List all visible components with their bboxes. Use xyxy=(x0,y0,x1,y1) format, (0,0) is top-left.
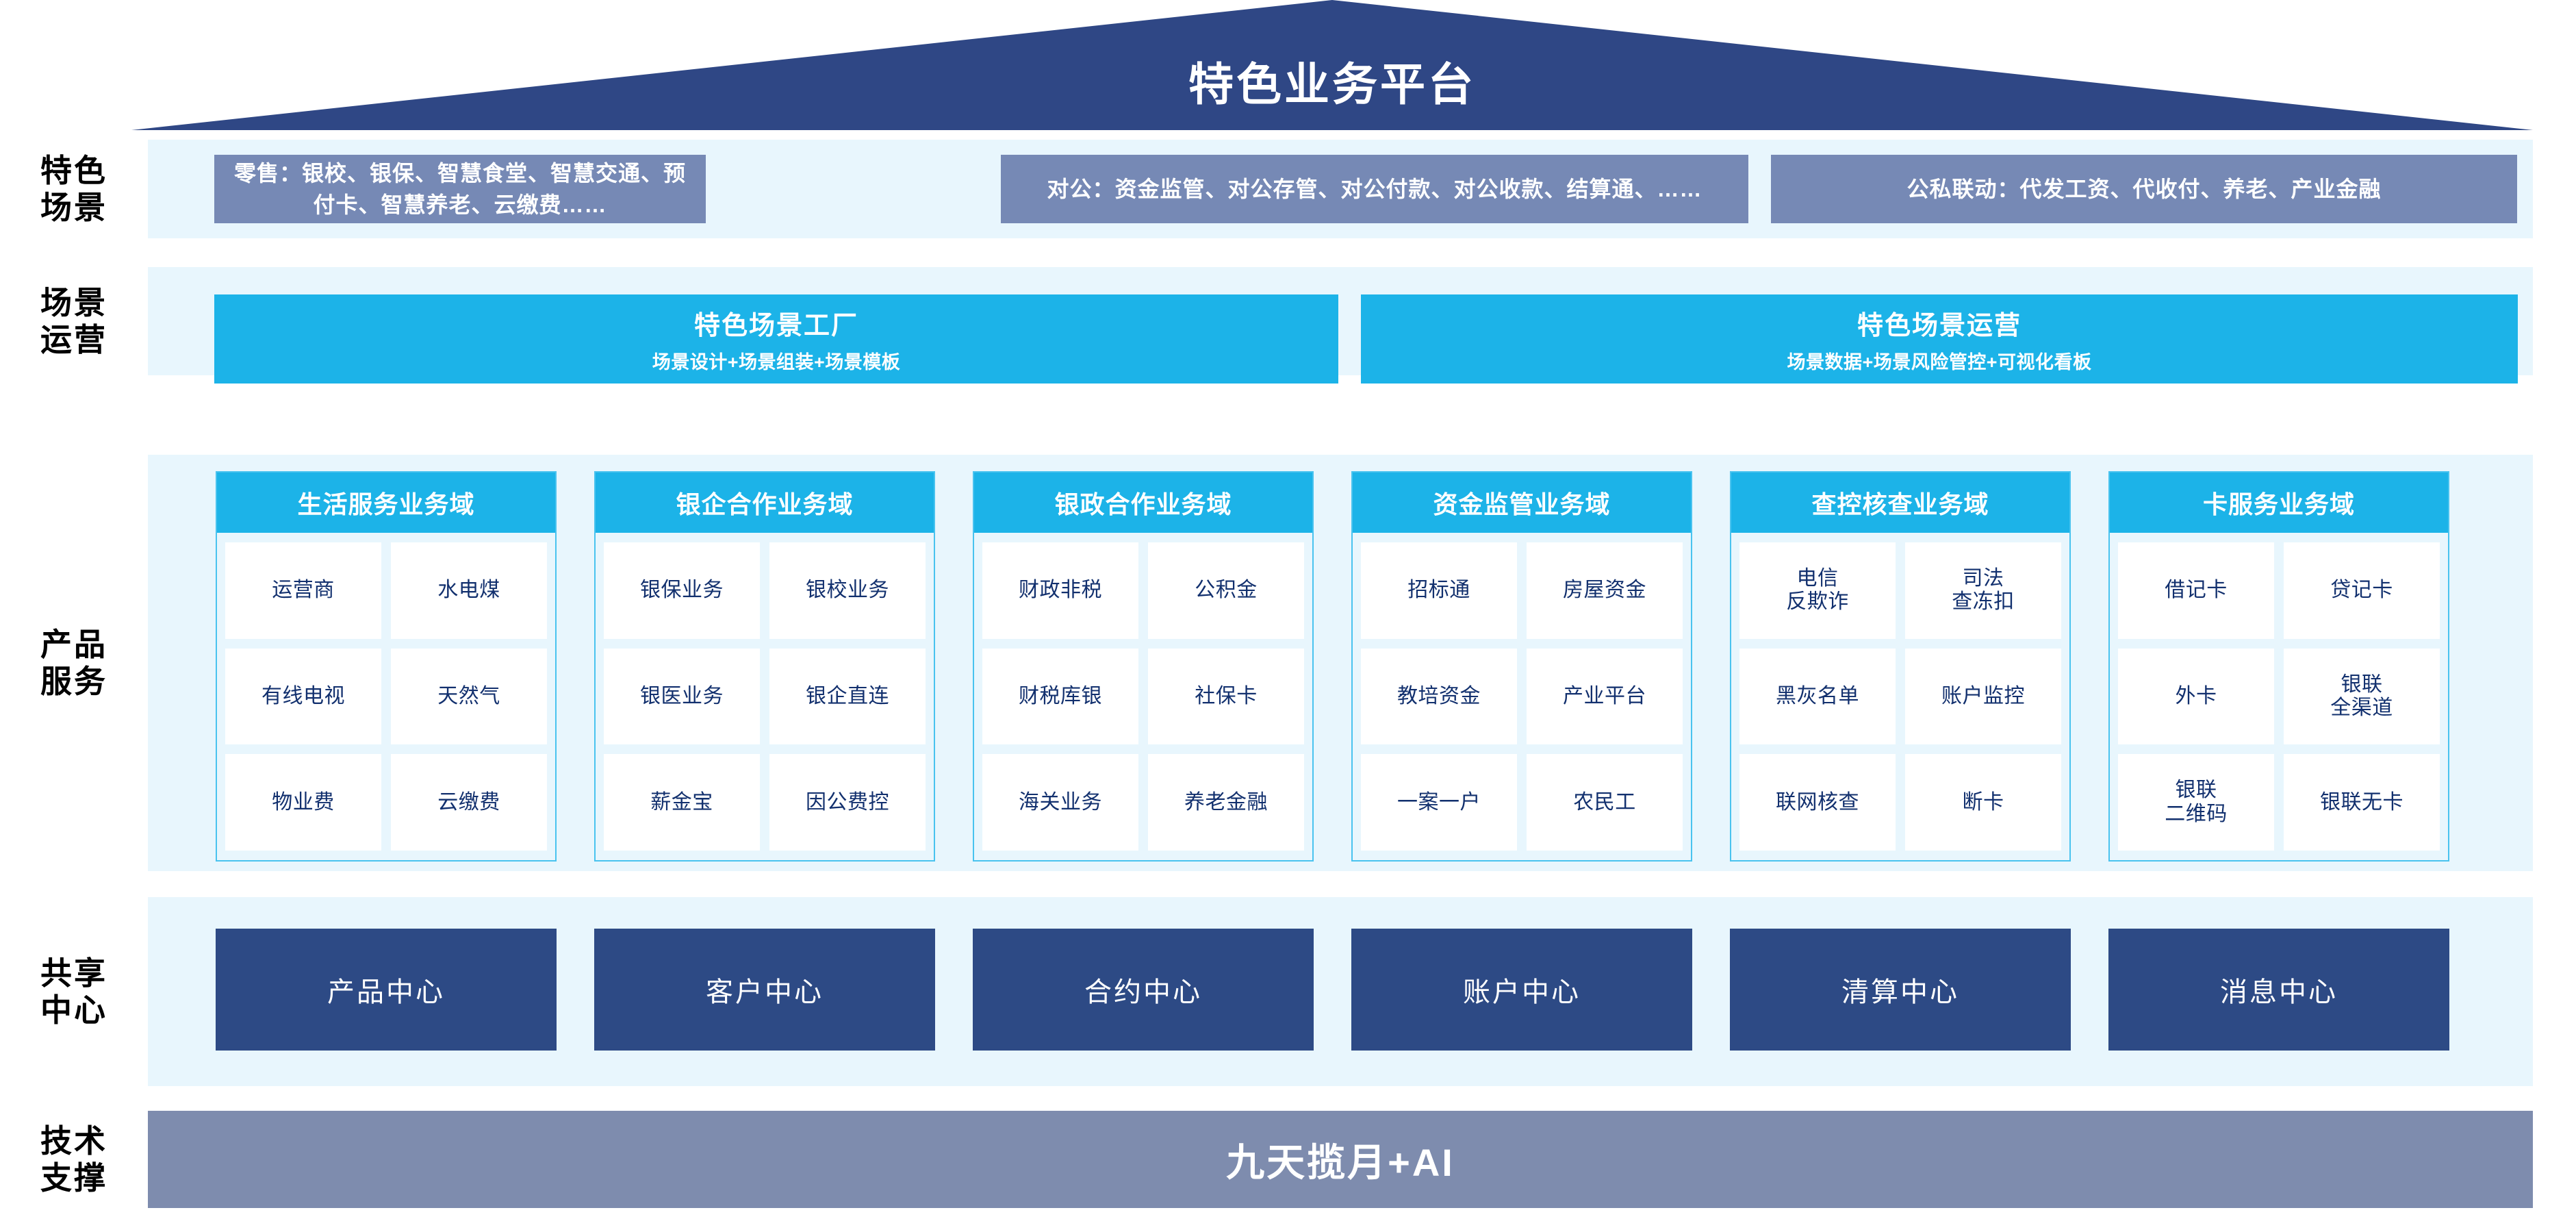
product-column-header: 资金监管业务域 xyxy=(1353,473,1691,533)
product-tile[interactable]: 外卡 xyxy=(2118,648,2274,745)
scene-box-retail[interactable]: 零售：银校、银保、智慧食堂、智慧交通、预付卡、智慧养老、云缴费…… xyxy=(214,155,706,223)
product-tile[interactable]: 薪金宝 xyxy=(604,754,760,851)
product-tile[interactable]: 银联无卡 xyxy=(2284,754,2440,851)
product-tile-grid: 财政非税 公积金 财税库银 社保卡 海关业务 养老金融 xyxy=(974,533,1312,860)
product-tile[interactable]: 联网核查 xyxy=(1739,754,1896,851)
product-column-header: 生活服务业务域 xyxy=(217,473,555,533)
ops-box-scene-factory[interactable]: 特色场景工厂 场景设计+场景组装+场景模板 xyxy=(214,294,1338,384)
row-label-line2: 运营 xyxy=(40,322,107,357)
product-tile[interactable]: 社保卡 xyxy=(1148,648,1304,745)
shared-center-account[interactable]: 账户中心 xyxy=(1351,929,1692,1051)
scene-box-public-private[interactable]: 公私联动：代发工资、代收付、养老、产业金融 xyxy=(1771,155,2517,223)
product-tile[interactable]: 云缴费 xyxy=(391,754,547,851)
row-label-line1: 共享 xyxy=(40,955,107,991)
product-column-investigation-control: 查控核查业务域 电信反欺诈 司法查冻扣 黑灰名单 账户监控 联网核查 断卡 xyxy=(1730,471,2071,862)
product-tile[interactable]: 产业平台 xyxy=(1527,648,1683,745)
product-column-card-service: 卡服务业务域 借记卡 贷记卡 外卡 银联全渠道 银联二维码 银联无卡 xyxy=(2108,471,2449,862)
product-tile-grid: 电信反欺诈 司法查冻扣 黑灰名单 账户监控 联网核查 断卡 xyxy=(1731,533,2069,860)
row-label-product-service: 产品 服务 xyxy=(0,455,148,871)
row-label-line1: 产品 xyxy=(40,626,107,662)
product-tile[interactable]: 水电煤 xyxy=(391,542,547,639)
product-tile[interactable]: 银校业务 xyxy=(769,542,926,639)
product-tile[interactable]: 账户监控 xyxy=(1905,648,2061,745)
product-tile[interactable]: 一案一户 xyxy=(1361,754,1517,851)
row-label-special-scene: 特色 场景 xyxy=(0,140,148,238)
row-label-tech-support: 技术 支撑 xyxy=(0,1111,148,1208)
product-column-bank-enterprise: 银企合作业务域 银保业务 银校业务 银医业务 银企直连 薪金宝 因公费控 xyxy=(594,471,935,862)
product-tile[interactable]: 银企直连 xyxy=(769,648,926,745)
product-tile[interactable]: 银保业务 xyxy=(604,542,760,639)
row-label-line1: 技术 xyxy=(40,1122,107,1159)
product-tile[interactable]: 断卡 xyxy=(1905,754,2061,851)
ops-title: 特色场景工厂 xyxy=(693,312,858,340)
row-label-line1: 特色 xyxy=(40,152,107,188)
row-label-line2: 场景 xyxy=(40,190,107,225)
product-tile[interactable]: 因公费控 xyxy=(769,754,926,851)
product-tile[interactable]: 招标通 xyxy=(1361,542,1517,639)
roof-banner: 特色业务平台 xyxy=(0,0,2576,131)
product-tile-grid: 运营商 水电煤 有线电视 天然气 物业费 云缴费 xyxy=(217,533,555,860)
product-tile-grid: 银保业务 银校业务 银医业务 银企直连 薪金宝 因公费控 xyxy=(596,533,934,860)
ops-title: 特色场景运营 xyxy=(1857,312,2022,340)
product-tile[interactable]: 司法查冻扣 xyxy=(1905,542,2061,639)
product-column-header: 银政合作业务域 xyxy=(974,473,1312,533)
tech-support-bar[interactable]: 九天揽月+AI xyxy=(148,1111,2533,1208)
product-tile[interactable]: 财政非税 xyxy=(982,542,1138,639)
row-label-line2: 支撑 xyxy=(40,1160,107,1196)
product-tile[interactable]: 房屋资金 xyxy=(1527,542,1683,639)
platform-title: 特色业务平台 xyxy=(1188,59,1476,110)
product-tile[interactable]: 贷记卡 xyxy=(2284,542,2440,639)
product-tile[interactable]: 教培资金 xyxy=(1361,648,1517,745)
product-tile-grid: 招标通 房屋资金 教培资金 产业平台 一案一户 农民工 xyxy=(1353,533,1691,860)
product-tile[interactable]: 财税库银 xyxy=(982,648,1138,745)
product-tile[interactable]: 公积金 xyxy=(1148,542,1304,639)
product-column-life-service: 生活服务业务域 运营商 水电煤 有线电视 天然气 物业费 云缴费 xyxy=(216,471,557,862)
product-tile[interactable]: 有线电视 xyxy=(225,648,381,745)
product-tile[interactable]: 银医业务 xyxy=(604,648,760,745)
product-column-fund-supervision: 资金监管业务域 招标通 房屋资金 教培资金 产业平台 一案一户 农民工 xyxy=(1351,471,1692,862)
product-tile-grid: 借记卡 贷记卡 外卡 银联全渠道 银联二维码 银联无卡 xyxy=(2110,533,2448,860)
row-label-line2: 服务 xyxy=(40,664,107,699)
product-tile[interactable]: 银联二维码 xyxy=(2118,754,2274,851)
row-label-scene-operation: 场景 运营 xyxy=(0,267,148,375)
row-label-line1: 场景 xyxy=(40,284,107,320)
product-column-bank-government: 银政合作业务域 财政非税 公积金 财税库银 社保卡 海关业务 养老金融 xyxy=(973,471,1314,862)
row-label-line2: 中心 xyxy=(40,992,107,1028)
product-tile[interactable]: 海关业务 xyxy=(982,754,1138,851)
product-tile[interactable]: 物业费 xyxy=(225,754,381,851)
shared-center-settlement[interactable]: 清算中心 xyxy=(1730,929,2071,1051)
ops-box-scene-operation[interactable]: 特色场景运营 场景数据+场景风险管控+可视化看板 xyxy=(1361,294,2518,384)
shared-center-product[interactable]: 产品中心 xyxy=(216,929,557,1051)
product-tile[interactable]: 养老金融 xyxy=(1148,754,1304,851)
ops-subtitle: 场景设计+场景组装+场景模板 xyxy=(652,352,901,373)
ops-subtitle: 场景数据+场景风险管控+可视化看板 xyxy=(1787,352,2092,373)
product-column-header: 银企合作业务域 xyxy=(596,473,934,533)
product-tile[interactable]: 借记卡 xyxy=(2118,542,2274,639)
product-tile[interactable]: 黑灰名单 xyxy=(1739,648,1896,745)
product-tile[interactable]: 天然气 xyxy=(391,648,547,745)
product-tile[interactable]: 银联全渠道 xyxy=(2284,648,2440,745)
shared-center-message[interactable]: 消息中心 xyxy=(2108,929,2449,1051)
shared-center-customer[interactable]: 客户中心 xyxy=(594,929,935,1051)
scene-box-corporate[interactable]: 对公：资金监管、对公存管、对公付款、对公收款、结算通、…… xyxy=(1001,155,1748,223)
product-column-header: 卡服务业务域 xyxy=(2110,473,2448,533)
product-tile[interactable]: 电信反欺诈 xyxy=(1739,542,1896,639)
product-column-header: 查控核查业务域 xyxy=(1731,473,2069,533)
shared-center-contract[interactable]: 合约中心 xyxy=(973,929,1314,1051)
product-tile[interactable]: 农民工 xyxy=(1527,754,1683,851)
product-tile[interactable]: 运营商 xyxy=(225,542,381,639)
row-label-shared-center: 共享 中心 xyxy=(0,897,148,1086)
